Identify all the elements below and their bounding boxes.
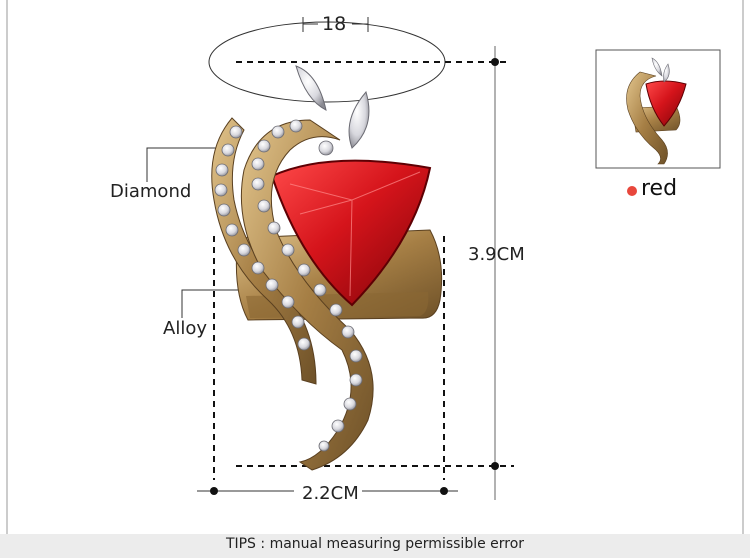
thumbnail-ring xyxy=(626,57,687,165)
left-swirl xyxy=(211,117,317,385)
diamond-callout-label: Diamond xyxy=(110,181,192,202)
tips-bar xyxy=(0,534,750,558)
width-label: 2.2CM xyxy=(302,483,359,504)
width-right-dot xyxy=(440,487,448,495)
leaf-crystal-right xyxy=(348,90,370,149)
height-label: 3.9CM xyxy=(468,244,525,265)
diamond-leader-line xyxy=(146,147,228,182)
main-swirl xyxy=(240,119,374,471)
color-swatch-dot[interactable] xyxy=(627,186,637,196)
height-top-dot xyxy=(491,58,499,66)
height-bottom-dot xyxy=(491,462,499,470)
alloy-callout-label: Alloy xyxy=(163,318,207,339)
alloy-leader-line xyxy=(181,289,252,318)
crystal-stones xyxy=(214,119,363,452)
gem-facet xyxy=(289,171,421,297)
width-left-dot xyxy=(210,487,218,495)
leaf-crystal-left xyxy=(295,65,327,111)
ring-illustration xyxy=(211,65,443,471)
color-option-label[interactable]: red xyxy=(641,176,678,201)
tips-text: TIPS : manual measuring permissible erro… xyxy=(225,536,525,552)
ring-size-label: 18 xyxy=(322,13,347,35)
